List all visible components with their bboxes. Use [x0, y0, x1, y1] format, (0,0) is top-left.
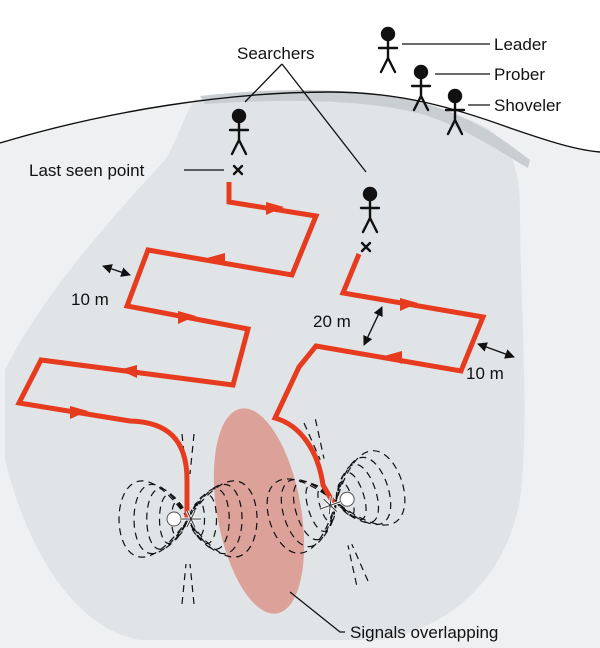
route-direction-arrows	[70, 202, 418, 419]
searcher-figure-left	[228, 108, 250, 156]
label-shoveler: Shoveler	[494, 96, 561, 115]
spacing-arrow-left	[102, 264, 131, 277]
search-route-right	[271, 253, 487, 506]
label-spacing-right: 10 m	[466, 364, 504, 383]
label-spacing-middle: 20 m	[313, 312, 351, 331]
searcher-figure-right	[359, 186, 381, 234]
ridge-band	[200, 90, 530, 168]
searchers-pointer-left	[244, 63, 283, 103]
label-last-seen-point: Last seen point	[29, 161, 145, 180]
label-leader: Leader	[494, 35, 547, 54]
search-route-left	[15, 182, 320, 519]
label-spacing-left: 10 m	[71, 290, 109, 309]
searchers-pointer-right	[281, 63, 367, 173]
spacing-arrow-middle	[363, 306, 383, 346]
last-seen-x-mark	[232, 164, 244, 176]
start-x-mark	[360, 241, 372, 253]
avalanche-debris-area	[5, 93, 525, 640]
transceiver-icon-left	[166, 510, 201, 528]
leader-figure	[377, 26, 399, 74]
spacing-arrow-right	[477, 342, 515, 359]
prober-figure	[410, 64, 432, 112]
label-signals-overlapping: Signals overlapping	[350, 623, 498, 642]
transceiver-icon-right	[320, 491, 355, 515]
label-prober: Prober	[494, 65, 545, 84]
shoveler-figure	[444, 88, 466, 136]
ridge-line	[0, 91, 600, 153]
label-searchers: Searchers	[237, 44, 314, 63]
signal-overlap-zone	[213, 408, 305, 614]
overlap-pointer	[289, 591, 345, 633]
